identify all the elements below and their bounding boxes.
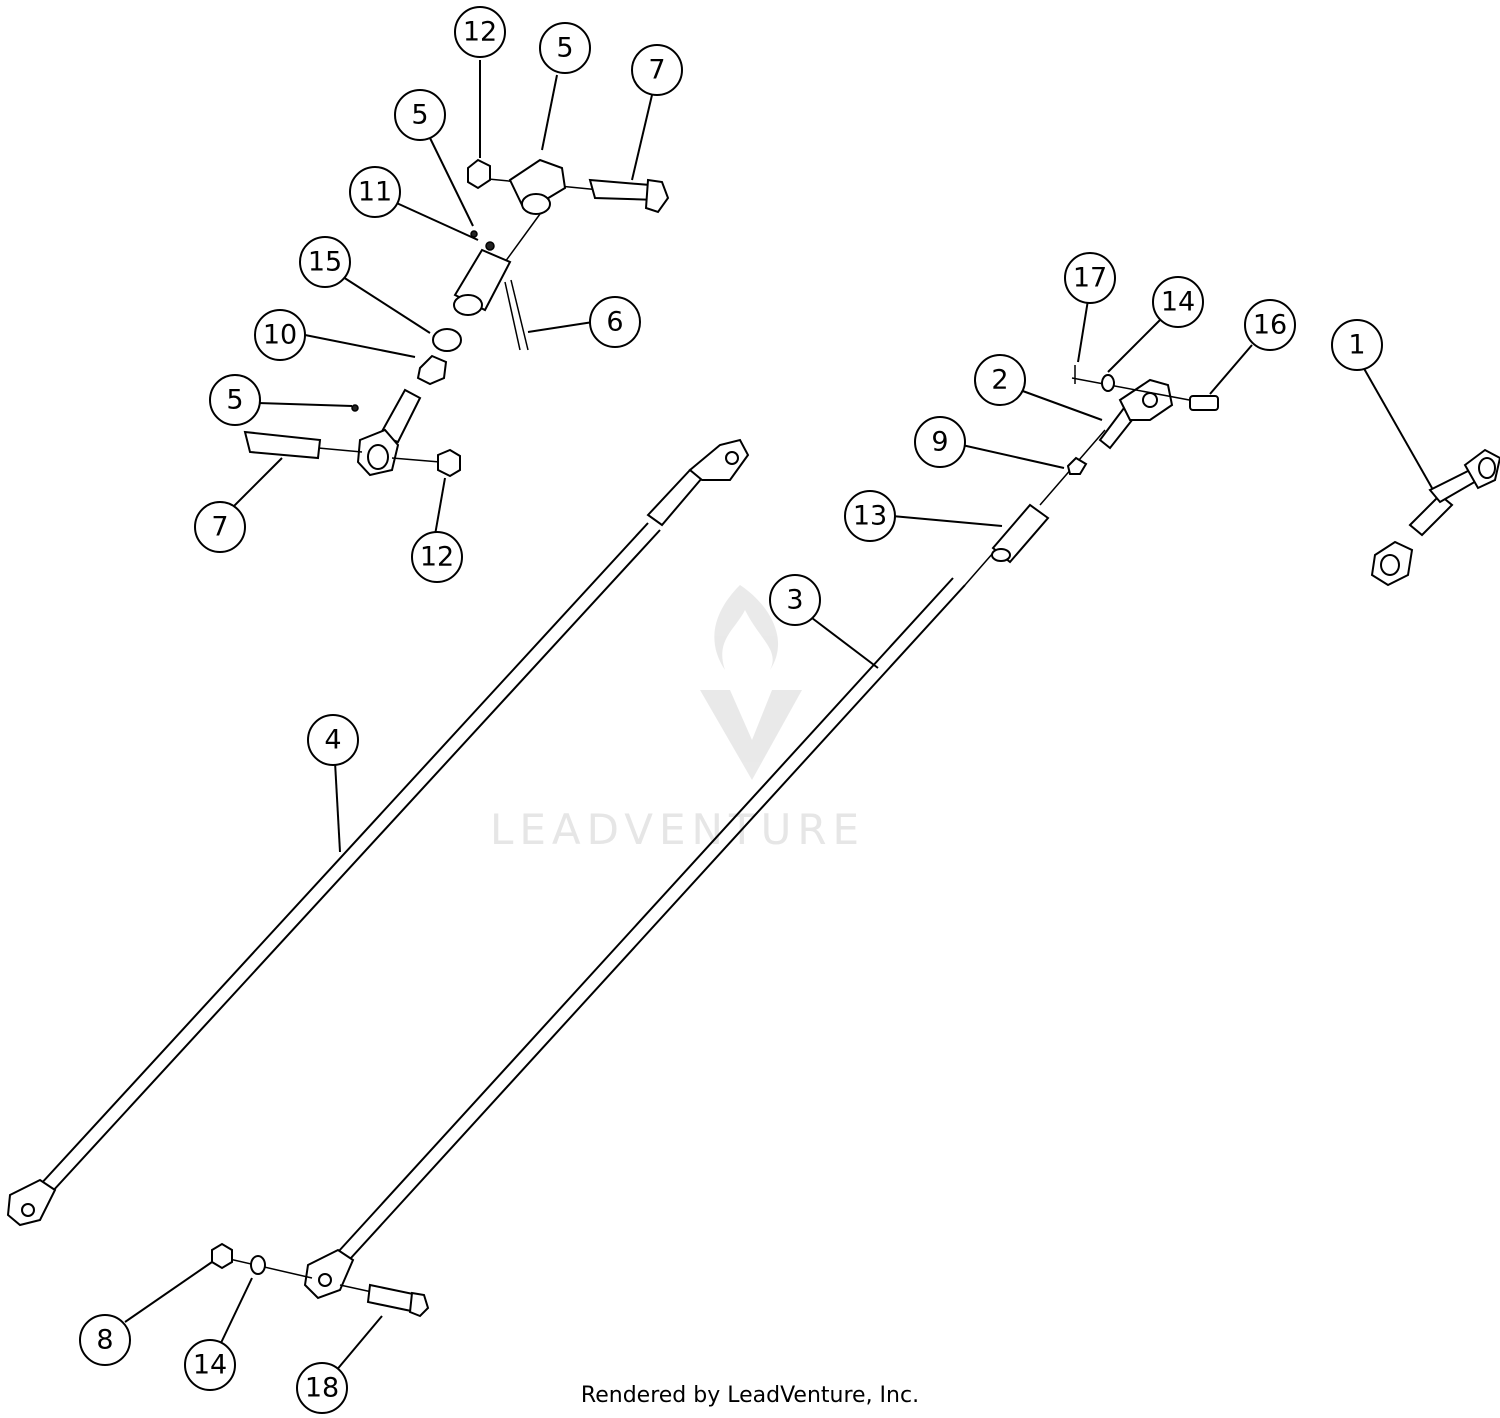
callout-number: 5 bbox=[411, 100, 428, 131]
callout-number: 11 bbox=[358, 177, 392, 208]
callout-4: 4 bbox=[307, 714, 359, 766]
callout-number: 5 bbox=[556, 33, 573, 64]
callout-5-low: 5 bbox=[209, 374, 261, 426]
callout-number: 18 bbox=[305, 1373, 339, 1404]
callout-13: 13 bbox=[844, 490, 896, 542]
rod-assembly-4 bbox=[6, 438, 750, 1227]
callout-7-low: 7 bbox=[194, 501, 246, 553]
callout-11: 11 bbox=[349, 166, 401, 218]
callout-number: 17 bbox=[1073, 263, 1107, 294]
callout-17: 17 bbox=[1064, 252, 1116, 304]
callout-12-top: 12 bbox=[454, 6, 506, 58]
callout-1: 1 bbox=[1331, 319, 1383, 371]
watermark-text: LEADVENTURE bbox=[490, 805, 866, 854]
rod-assembly-3 bbox=[303, 544, 1001, 1300]
callout-number: 10 bbox=[263, 320, 297, 351]
callout-3: 3 bbox=[769, 574, 821, 626]
callout-9: 9 bbox=[914, 416, 966, 468]
callout-number: 14 bbox=[193, 1350, 227, 1381]
callouts: 12 5 7 5 11 15 6 10 5 7 12 17 14 16 1 2 … bbox=[79, 6, 1383, 1414]
callout-number: 4 bbox=[324, 725, 341, 756]
callout-14-top: 14 bbox=[1152, 276, 1204, 328]
callout-number: 2 bbox=[991, 365, 1008, 396]
callout-number: 12 bbox=[463, 17, 497, 48]
callout-number: 14 bbox=[1161, 287, 1195, 318]
callout-14-bottom: 14 bbox=[184, 1339, 236, 1391]
callout-number: 7 bbox=[211, 512, 228, 543]
watermark-logo bbox=[700, 585, 802, 780]
footer-credit: Rendered by LeadVenture, Inc. bbox=[580, 1383, 920, 1408]
callout-5-mid: 5 bbox=[394, 89, 446, 141]
callout-number: 3 bbox=[786, 585, 803, 616]
callout-number: 6 bbox=[606, 307, 623, 338]
callout-12-low: 12 bbox=[411, 531, 463, 583]
upper-linkage bbox=[243, 158, 670, 478]
leader-lines bbox=[124, 60, 1433, 1373]
callout-number: 9 bbox=[931, 427, 948, 458]
callout-number: 1 bbox=[1348, 330, 1365, 361]
turnbuckle-assembly-1 bbox=[1370, 448, 1500, 587]
callout-number: 7 bbox=[648, 55, 665, 86]
callout-2: 2 bbox=[974, 354, 1026, 406]
callout-number: 8 bbox=[96, 1325, 113, 1356]
callout-number: 12 bbox=[420, 542, 454, 573]
callout-7-top: 7 bbox=[631, 44, 683, 96]
callout-number: 15 bbox=[308, 247, 342, 278]
callout-15: 15 bbox=[299, 236, 351, 288]
callout-number: 5 bbox=[226, 385, 243, 416]
clevis-assembly-2 bbox=[1039, 365, 1219, 506]
callout-18: 18 bbox=[296, 1362, 348, 1414]
callout-number: 13 bbox=[853, 501, 887, 532]
callout-6: 6 bbox=[589, 296, 641, 348]
callout-5-top: 5 bbox=[539, 22, 591, 74]
callout-8: 8 bbox=[79, 1314, 131, 1366]
callout-16: 16 bbox=[1244, 299, 1296, 351]
spacer-13 bbox=[991, 503, 1050, 564]
callout-number: 16 bbox=[1253, 310, 1287, 341]
callout-10: 10 bbox=[254, 309, 306, 361]
